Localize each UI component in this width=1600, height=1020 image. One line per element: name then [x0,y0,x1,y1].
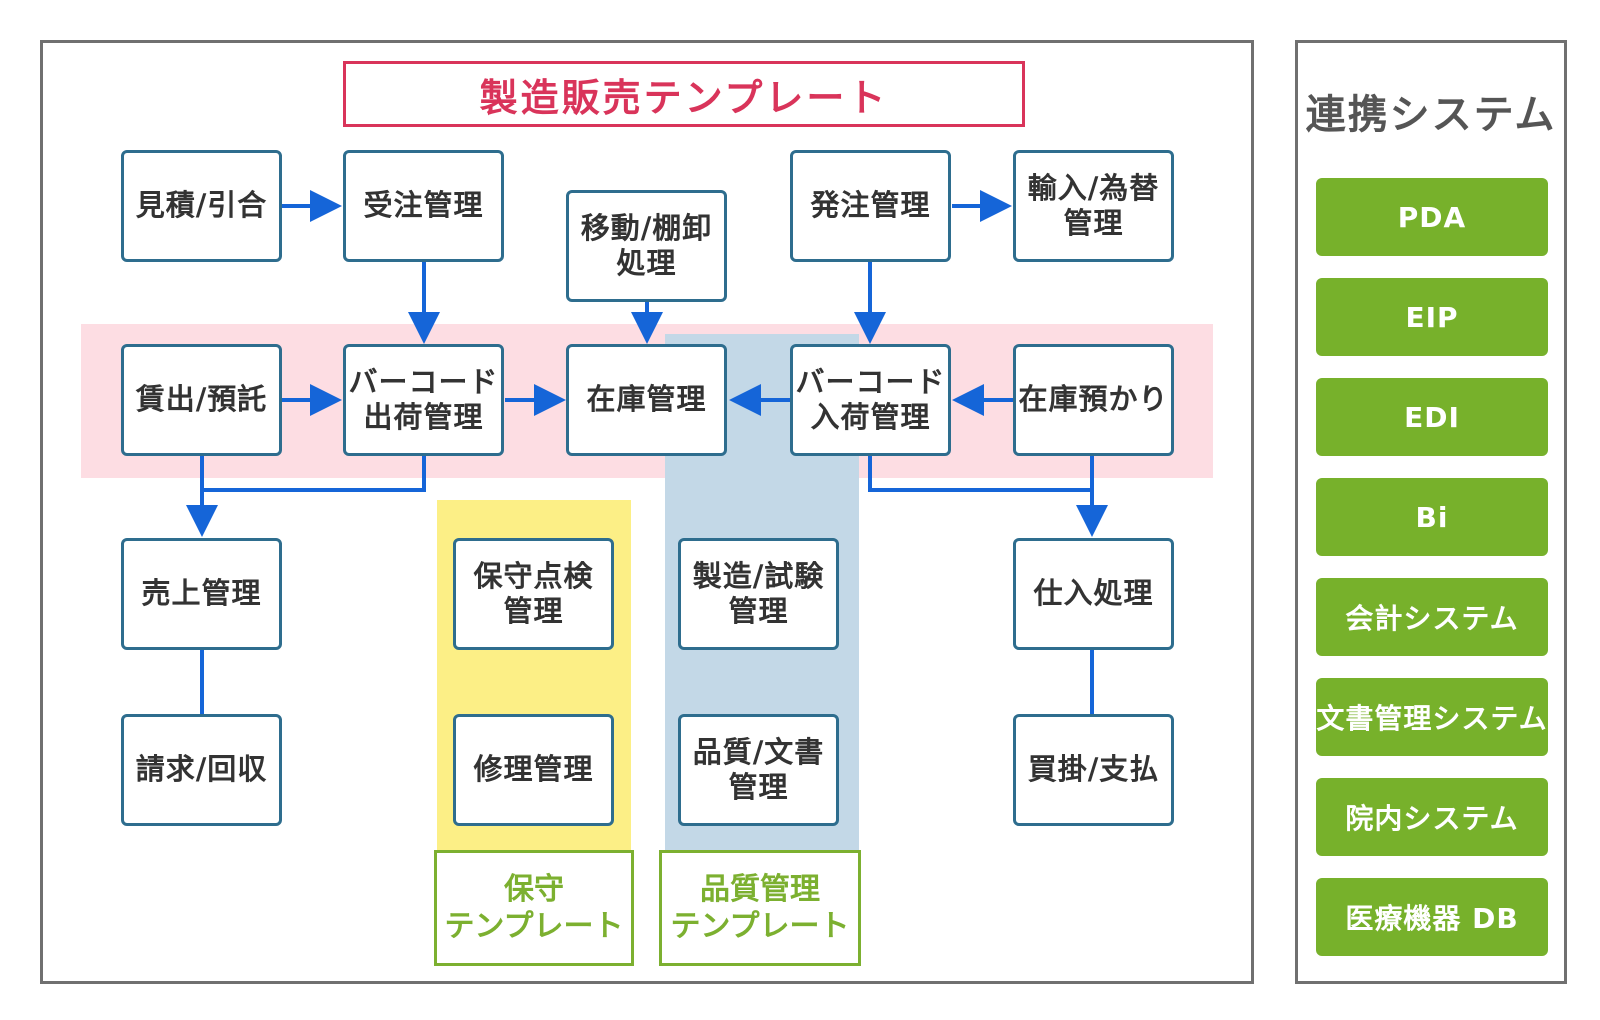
node-order-received[interactable]: 受注管理 [343,150,504,262]
node-payables[interactable]: 買掛/支払 [1013,714,1174,826]
system-edi-button[interactable]: EDI [1316,378,1548,456]
system-hospital-button[interactable]: 院内システム [1316,778,1548,856]
node-purchase-order[interactable]: 発注管理 [790,150,951,262]
system-medical-db-button[interactable]: 医療機器 DB [1316,878,1548,956]
node-estimate[interactable]: 見積/引合 [121,150,282,262]
node-sales[interactable]: 売上管理 [121,538,282,650]
node-inventory[interactable]: 在庫管理 [566,344,727,456]
connector-receiving-to-purchasing [868,456,1092,492]
system-bi-button[interactable]: Bi [1316,478,1548,556]
node-manufacturing[interactable]: 製造/試験 管理 [678,538,839,650]
node-repair[interactable]: 修理管理 [453,714,614,826]
node-maintenance-check[interactable]: 保守点検 管理 [453,538,614,650]
node-purchasing[interactable]: 仕入処理 [1013,538,1174,650]
node-barcode-shipping[interactable]: バーコード 出荷管理 [343,344,504,456]
system-document-button[interactable]: 文書管理システム [1316,678,1548,756]
connector-shipping-to-sales [202,456,426,492]
node-barcode-receiving[interactable]: バーコード 入荷管理 [790,344,951,456]
node-lending[interactable]: 賃出/預託 [121,344,282,456]
template-title: 製造販売テンプレート [343,61,1025,127]
node-quality-doc[interactable]: 品質/文書 管理 [678,714,839,826]
system-accounting-button[interactable]: 会計システム [1316,578,1548,656]
system-pda-button[interactable]: PDA [1316,178,1548,256]
node-transfer[interactable]: 移動/棚卸 処理 [566,190,727,302]
maintenance-template-label: 保守 テンプレート [434,850,634,966]
node-billing[interactable]: 請求/回収 [121,714,282,826]
node-import[interactable]: 輸入/為替 管理 [1013,150,1174,262]
system-eip-button[interactable]: EIP [1316,278,1548,356]
node-consignment[interactable]: 在庫預かり [1013,344,1174,456]
quality-template-label: 品質管理 テンプレート [659,850,861,966]
linked-systems-title: 連携システム [1305,92,1557,138]
